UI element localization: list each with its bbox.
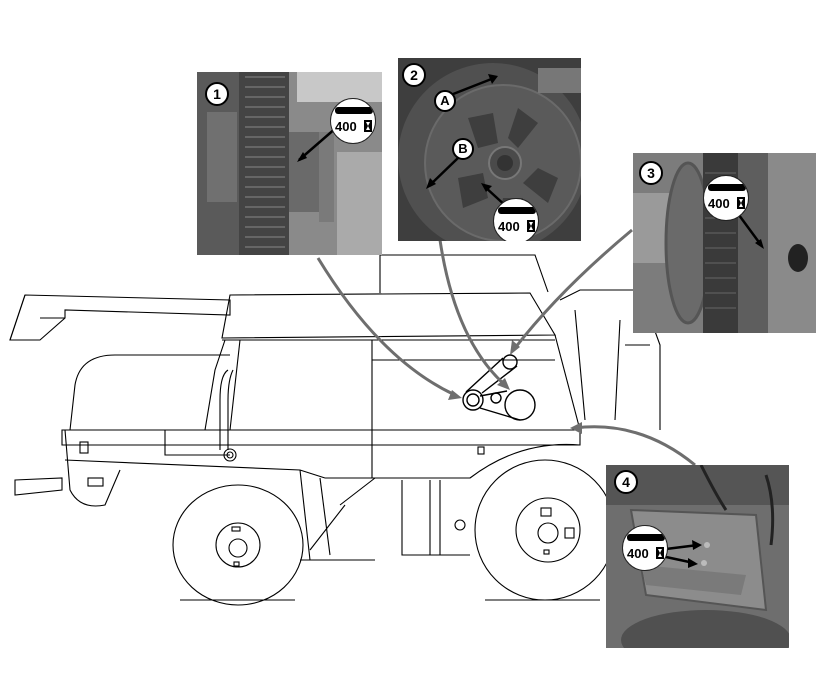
- hour-glass-icon: [737, 197, 745, 209]
- photo-callout-4: 4 400: [606, 465, 789, 648]
- grease-gun-icon: [498, 207, 536, 214]
- interval-hours: 400: [627, 546, 649, 561]
- lube-badge-1: 400: [330, 98, 376, 144]
- interval-hours: 400: [335, 119, 357, 134]
- hour-glass-icon: [364, 120, 372, 132]
- interval-hours: 400: [498, 219, 520, 234]
- front-wheel: [172, 484, 304, 606]
- hour-glass-icon: [656, 547, 664, 559]
- frame-rail: [61, 429, 581, 446]
- belt-drive: [462, 354, 536, 421]
- interval-hours: 400: [708, 196, 730, 211]
- rear-wheel: [474, 459, 616, 601]
- photo-callout-2: 2 A B 400: [398, 58, 581, 241]
- unloading-auger: [9, 294, 231, 341]
- grease-gun-icon: [627, 534, 665, 541]
- callout-number-3: 3: [639, 161, 663, 185]
- lube-badge-4: 400: [622, 525, 668, 571]
- hour-glass-icon: [527, 220, 535, 232]
- grease-gun-icon: [335, 107, 373, 114]
- letter-a: A: [434, 90, 456, 112]
- letter-b: B: [452, 138, 474, 160]
- grain-tank: [221, 292, 556, 339]
- leader-arrows: [316, 228, 696, 467]
- lube-badge-2: 400: [493, 198, 539, 241]
- photo-callout-3: 3 400: [633, 153, 816, 333]
- callout-number-2: 2: [402, 63, 426, 87]
- callout-number-1: 1: [205, 82, 229, 106]
- lube-badge-3: 400: [703, 175, 749, 221]
- callout-number-4: 4: [614, 470, 638, 494]
- grease-gun-icon: [708, 184, 746, 191]
- photo-callout-1: 1 400: [197, 72, 382, 255]
- rear-hood: [69, 354, 230, 431]
